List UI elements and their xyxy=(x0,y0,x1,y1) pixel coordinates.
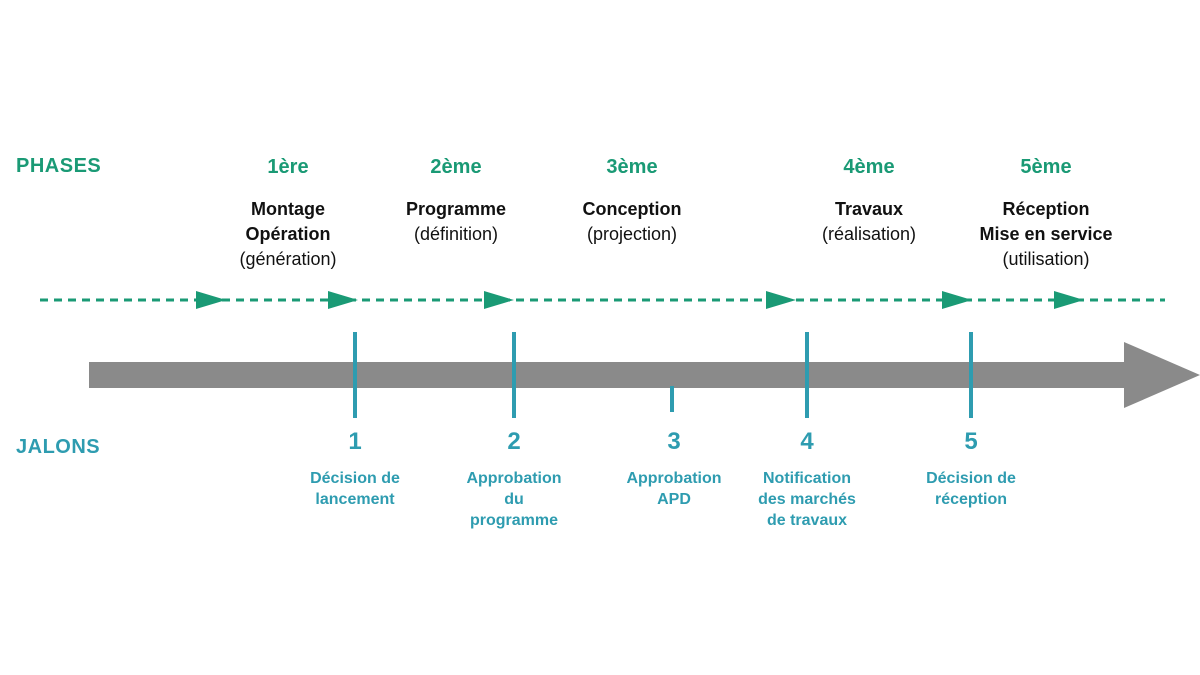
jalon-4-label-line: de travaux xyxy=(766,512,848,529)
jalon-2-label-line: du xyxy=(504,491,524,508)
phases-label: PHASES xyxy=(16,155,102,177)
jalon-3-tick xyxy=(670,386,674,412)
phase-1-number: 1ère xyxy=(267,156,309,178)
jalon-5-label-line: réception xyxy=(934,491,1007,508)
jalon-3: 3 Approbation APD xyxy=(589,428,759,510)
jalon-2-label-line: programme xyxy=(469,512,559,529)
jalon-2-tick xyxy=(512,332,516,418)
phase-2-title: Programme xyxy=(356,197,556,222)
phase-2-number: 2ème xyxy=(430,156,482,178)
phase-2: 2ème Programme (définition) xyxy=(356,155,556,247)
jalon-4-tick xyxy=(805,332,809,418)
phase-3-number: 3ème xyxy=(606,156,658,178)
phase-1: 1ère Montage Opération (génération) xyxy=(188,155,388,272)
main-arrow-shaft xyxy=(89,362,1129,388)
jalon-4: 4 Notification des marchés de travaux xyxy=(722,428,892,531)
phase-1-title-line: Opération xyxy=(245,224,331,244)
jalon-1-label-line: lancement xyxy=(315,491,395,508)
jalon-5-label-line: Décision de xyxy=(926,470,1016,487)
jalon-3-number: 3 xyxy=(667,428,681,455)
jalon-2-number: 2 xyxy=(507,428,521,455)
phase-5-subtitle: (utilisation) xyxy=(1002,249,1090,269)
jalon-4-label: Notification des marchés de travaux xyxy=(722,468,892,531)
phase-3-subtitle: (projection) xyxy=(586,224,678,244)
phase-1-title: Montage Opération xyxy=(188,197,388,247)
phase-arrowhead xyxy=(196,291,226,309)
phase-4-title: Travaux xyxy=(769,197,969,222)
main-arrow-head xyxy=(1124,342,1200,408)
phase-5-title-line: Mise en service xyxy=(979,224,1113,244)
phase-5: 5ème Réception Mise en service (utilisat… xyxy=(946,155,1146,272)
jalon-4-number: 4 xyxy=(800,428,814,455)
jalon-5-label: Décision de réception xyxy=(886,468,1056,510)
phase-4-title-line: Travaux xyxy=(834,199,904,219)
jalon-3-label-line: APD xyxy=(657,491,691,508)
phase-1-subtitle: (génération) xyxy=(239,249,337,269)
phase-1-title-line: Montage xyxy=(251,199,325,219)
jalon-2-label-line: Approbation xyxy=(466,470,562,487)
jalon-3-label-line: Approbation xyxy=(626,470,722,487)
jalon-4-label-line: Notification xyxy=(763,470,851,487)
phase-4-subtitle: (réalisation) xyxy=(821,224,917,244)
phase-5-title: Réception Mise en service xyxy=(946,197,1146,247)
jalon-5-number: 5 xyxy=(964,428,978,455)
phase-2-title-line: Programme xyxy=(405,199,507,219)
phase-3-title: Conception xyxy=(532,197,732,222)
jalon-1-label: Décision de lancement xyxy=(270,468,440,510)
jalon-3-label: Approbation APD xyxy=(589,468,759,510)
jalon-5-tick xyxy=(969,332,973,418)
phase-arrowhead xyxy=(328,291,358,309)
jalon-1-label-line: Décision de xyxy=(310,470,400,487)
jalon-1-tick xyxy=(353,332,357,418)
phase-2-subtitle: (définition) xyxy=(413,224,499,244)
jalon-1: 1 Décision de lancement xyxy=(270,428,440,510)
phase-arrowhead xyxy=(942,291,972,309)
phase-4-number: 4ème xyxy=(843,156,895,178)
phase-arrowhead xyxy=(484,291,514,309)
phase-3-title-line: Conception xyxy=(582,199,682,219)
jalon-1-number: 1 xyxy=(348,428,362,455)
jalon-2: 2 Approbation du programme xyxy=(429,428,599,531)
jalon-5: 5 Décision de réception xyxy=(886,428,1056,510)
phase-5-title-line: Réception xyxy=(1002,199,1090,219)
jalons-label: JALONS xyxy=(16,436,101,458)
phase-3: 3ème Conception (projection) xyxy=(532,155,732,247)
phase-arrowhead xyxy=(1054,291,1084,309)
phase-4: 4ème Travaux (réalisation) xyxy=(769,155,969,247)
jalon-4-label-line: des marchés xyxy=(758,491,856,508)
phase-5-number: 5ème xyxy=(1020,156,1072,178)
phase-arrowhead xyxy=(766,291,796,309)
jalon-2-label: Approbation du programme xyxy=(429,468,599,531)
